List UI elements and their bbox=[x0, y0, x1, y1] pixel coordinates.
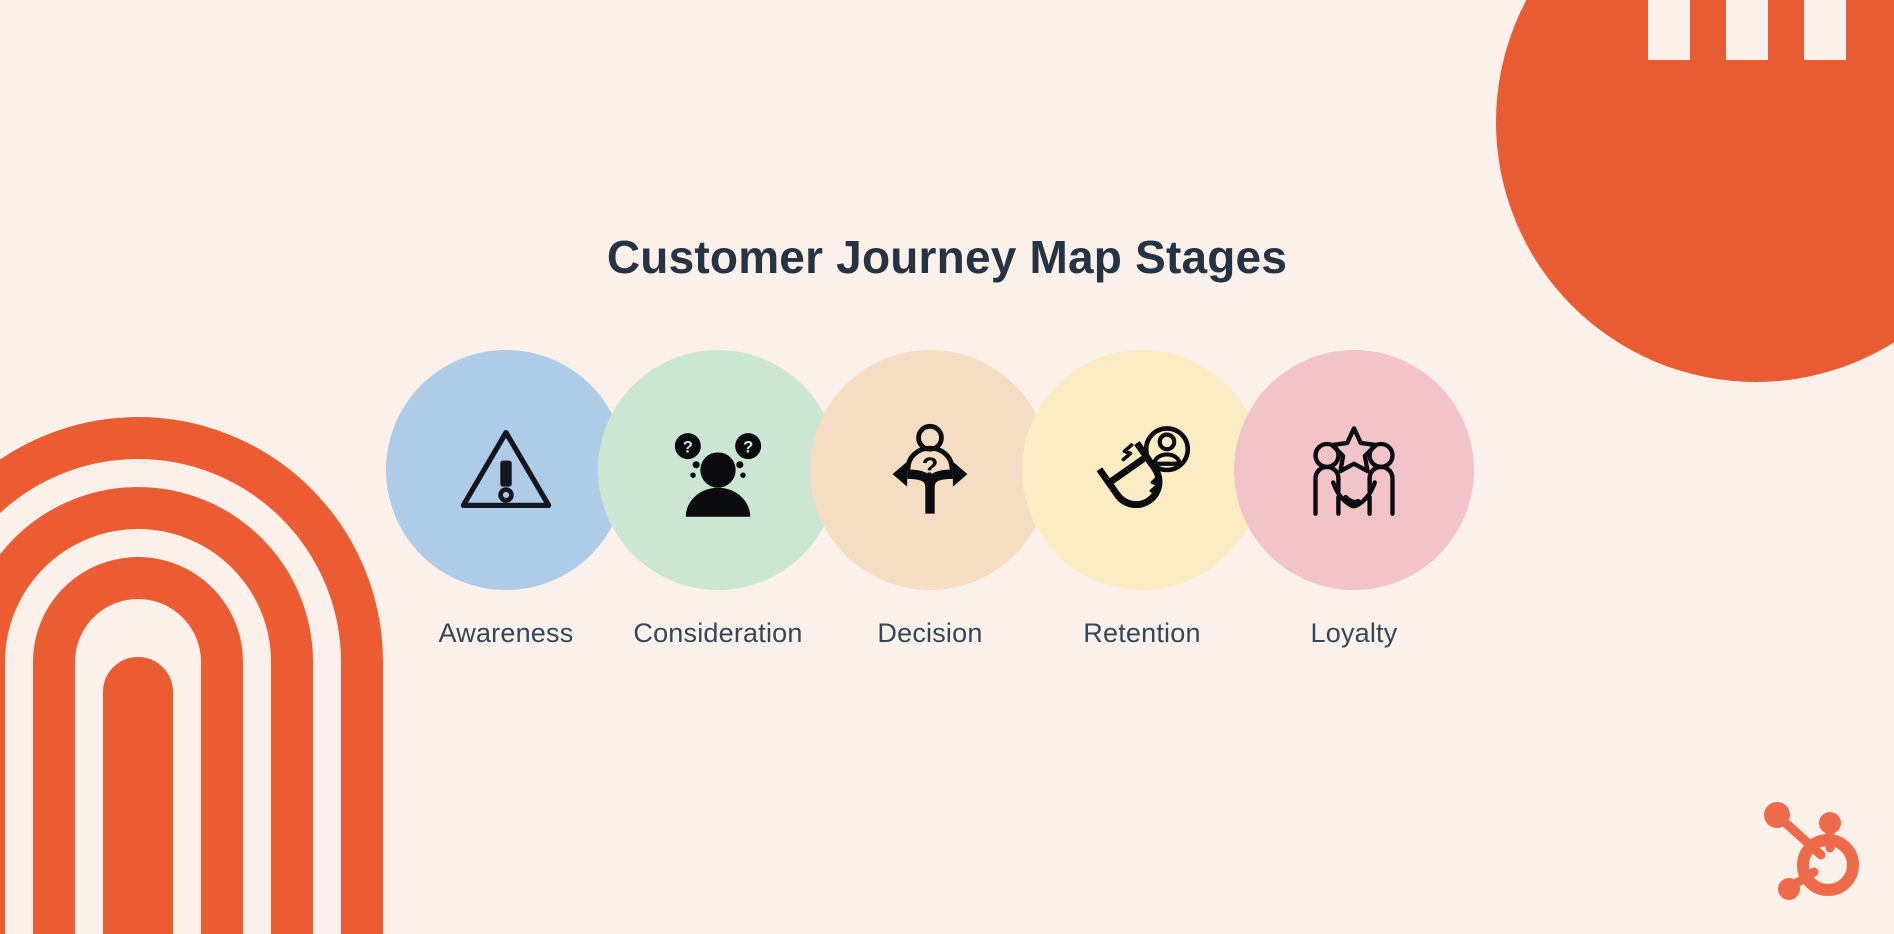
stage-bubble-consideration[interactable]: ? ? bbox=[598, 350, 838, 590]
stage-item-loyalty[interactable]: Loyalty bbox=[1234, 350, 1474, 710]
stage-label-consideration: Consideration bbox=[633, 618, 803, 648]
stage-bubble-awareness[interactable] bbox=[386, 350, 626, 590]
stage-list: Awareness ? ? Consideration bbox=[386, 350, 1506, 710]
corner-circle-decoration bbox=[1496, 0, 1894, 382]
page-title: Customer Journey Map Stages bbox=[606, 231, 1288, 283]
stage-item-awareness[interactable]: Awareness bbox=[386, 350, 626, 710]
warning-triangle-icon bbox=[460, 429, 552, 508]
stage-label-retention: Retention bbox=[1083, 618, 1201, 648]
stage-item-consideration[interactable]: ? ? Consideration bbox=[598, 350, 838, 710]
stage-label-loyalty: Loyalty bbox=[1310, 618, 1398, 648]
stage-bubble-loyalty[interactable] bbox=[1234, 350, 1474, 590]
stage-bubble-retention[interactable] bbox=[1022, 350, 1262, 590]
stage-label-awareness: Awareness bbox=[438, 618, 574, 648]
hubspot-sprocket-logo bbox=[1764, 802, 1859, 900]
stage-item-decision[interactable]: ? Decision bbox=[810, 350, 1050, 710]
stage-bubble-decision[interactable]: ? bbox=[810, 350, 1050, 590]
svg-text:?: ? bbox=[922, 452, 939, 482]
svg-text:?: ? bbox=[683, 437, 693, 456]
handshake-star-icon bbox=[1313, 426, 1395, 516]
decision-fork-arrows-icon: ? bbox=[892, 423, 968, 514]
person-question-bubbles-icon: ? ? bbox=[674, 433, 762, 517]
stage-label-decision: Decision bbox=[877, 618, 983, 648]
magnet-customer-icon bbox=[1096, 426, 1191, 508]
rainbow-arcs-decoration bbox=[0, 417, 383, 934]
svg-text:?: ? bbox=[743, 437, 753, 456]
stage-item-retention[interactable]: Retention bbox=[1022, 350, 1262, 710]
